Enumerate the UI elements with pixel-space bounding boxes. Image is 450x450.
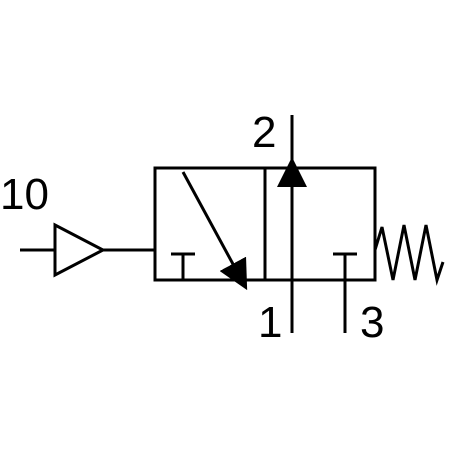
port-label-pilot: 10 [0, 170, 49, 219]
return-spring [373, 224, 445, 286]
port-label-outlet: 2 [252, 108, 276, 157]
left-flow-arrow [181, 171, 248, 291]
port-label-exhaust: 3 [360, 298, 384, 347]
pilot-amplifier-triangle [53, 222, 107, 278]
port-label-supply: 1 [258, 298, 282, 347]
